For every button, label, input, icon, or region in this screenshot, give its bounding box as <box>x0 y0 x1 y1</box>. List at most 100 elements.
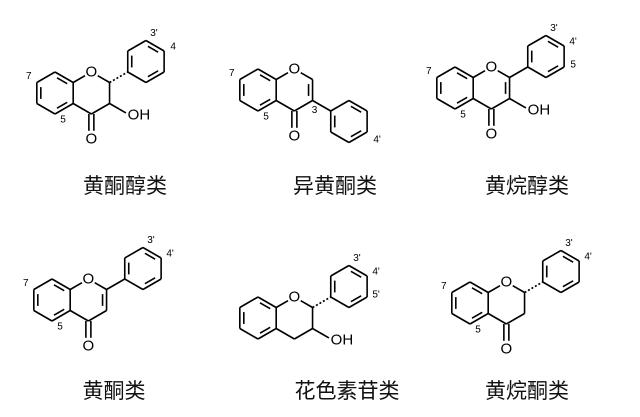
double-bond <box>350 295 362 303</box>
double-bond <box>471 311 483 319</box>
bond <box>469 281 489 294</box>
phenyl-bond <box>312 99 332 112</box>
position-7-label: 7 <box>441 281 447 292</box>
benzene-ring-a <box>239 296 277 340</box>
position-3prime-label: 3' <box>150 28 158 39</box>
double-bond <box>56 101 68 109</box>
bond <box>36 102 56 115</box>
double-bond <box>259 302 271 310</box>
double-bond <box>144 252 156 260</box>
double-bond <box>547 65 559 73</box>
bond <box>239 99 259 112</box>
double-bond <box>456 72 468 80</box>
caption-flavonol: 黄酮醇类 <box>83 174 167 198</box>
bond <box>469 312 489 325</box>
bond <box>54 71 74 84</box>
hydroxyl-bond <box>312 327 330 339</box>
phenyl-bond <box>106 278 126 291</box>
pyran-ring-c <box>472 69 511 110</box>
position-3prime-label: 3' <box>565 238 573 249</box>
bond <box>145 71 165 84</box>
phenyl-bond <box>524 281 544 294</box>
position-7-label: 7 <box>26 71 32 82</box>
position-5-label: 5 <box>263 112 269 123</box>
benzene-ring-a <box>239 68 277 112</box>
bond <box>348 99 368 112</box>
bond <box>127 39 147 52</box>
bond <box>527 34 547 47</box>
phenyl-bond <box>509 66 529 79</box>
bond <box>436 97 456 110</box>
bond <box>239 296 259 309</box>
caption-flavone: 黄酮类 <box>82 379 146 403</box>
position-5-label: 5 <box>60 115 66 126</box>
double-bond <box>350 130 362 138</box>
double-bond <box>53 308 65 316</box>
caption-anthocyanin: 花色素苷类 <box>294 379 400 403</box>
ring-oxygen-label: O <box>83 271 95 288</box>
position-7-label: 7 <box>426 66 432 77</box>
bond <box>436 66 456 79</box>
carbonyl-oxygen-label: O <box>486 125 498 142</box>
ring-oxygen-label: O <box>86 64 98 81</box>
bond <box>145 39 165 52</box>
bond <box>124 246 144 259</box>
bond <box>142 246 162 259</box>
pyran-ring-c <box>275 299 314 340</box>
bond <box>512 284 525 294</box>
double-bond <box>562 255 574 263</box>
bond <box>293 99 313 112</box>
pyran-ring-c <box>487 284 526 325</box>
position-3prime-label: 3' <box>353 253 361 264</box>
position-7-label: 7 <box>229 68 235 79</box>
double-bond <box>56 77 68 85</box>
hydroxyl-bond <box>509 97 527 109</box>
double-bond <box>144 277 156 285</box>
bond <box>487 284 501 294</box>
bond <box>542 281 562 294</box>
double-bond <box>259 74 271 82</box>
bond <box>94 281 107 291</box>
pyran-ring-c <box>72 74 111 115</box>
bond <box>497 69 510 79</box>
ring-oxygen-label: O <box>501 274 513 291</box>
bond <box>490 97 510 110</box>
position-4prime-label: 4 <box>170 42 176 53</box>
hydroxyl-label: OH <box>128 106 151 123</box>
bond <box>545 66 565 79</box>
bond <box>257 327 277 340</box>
bond <box>33 278 53 291</box>
bond <box>275 299 289 309</box>
bond <box>330 99 350 112</box>
position-3-label: 3 <box>312 105 318 116</box>
caption-isoflavone: 异黄酮类 <box>293 174 377 198</box>
bond <box>542 249 562 262</box>
double-bond <box>53 284 65 292</box>
bond <box>257 99 277 112</box>
caption-flavanol: 黄烷醇类 <box>485 174 569 198</box>
phenyl-ring-b <box>541 249 580 294</box>
bond <box>275 327 295 340</box>
bond <box>275 71 289 81</box>
position-5prime-label: 5 <box>570 60 576 71</box>
bond <box>127 71 147 84</box>
position-3prime-label: 3' <box>147 235 155 246</box>
benzene-ring-a <box>451 281 489 325</box>
bond <box>454 97 474 110</box>
position-4prime-label: 4' <box>584 252 592 263</box>
position-5-label: 5 <box>57 322 63 333</box>
bond <box>330 296 350 309</box>
position-4prime-label: 4' <box>569 37 577 48</box>
benzene-ring-a <box>436 66 474 110</box>
hydroxyl-label: OH <box>331 331 354 348</box>
hydroxyl-bond <box>109 102 127 114</box>
bond <box>51 278 71 291</box>
bond <box>300 71 313 81</box>
bond <box>72 74 86 84</box>
ring-oxygen-label: O <box>289 289 301 306</box>
bond <box>451 281 471 294</box>
pyran-ring-c <box>69 281 108 322</box>
bond <box>451 312 471 325</box>
